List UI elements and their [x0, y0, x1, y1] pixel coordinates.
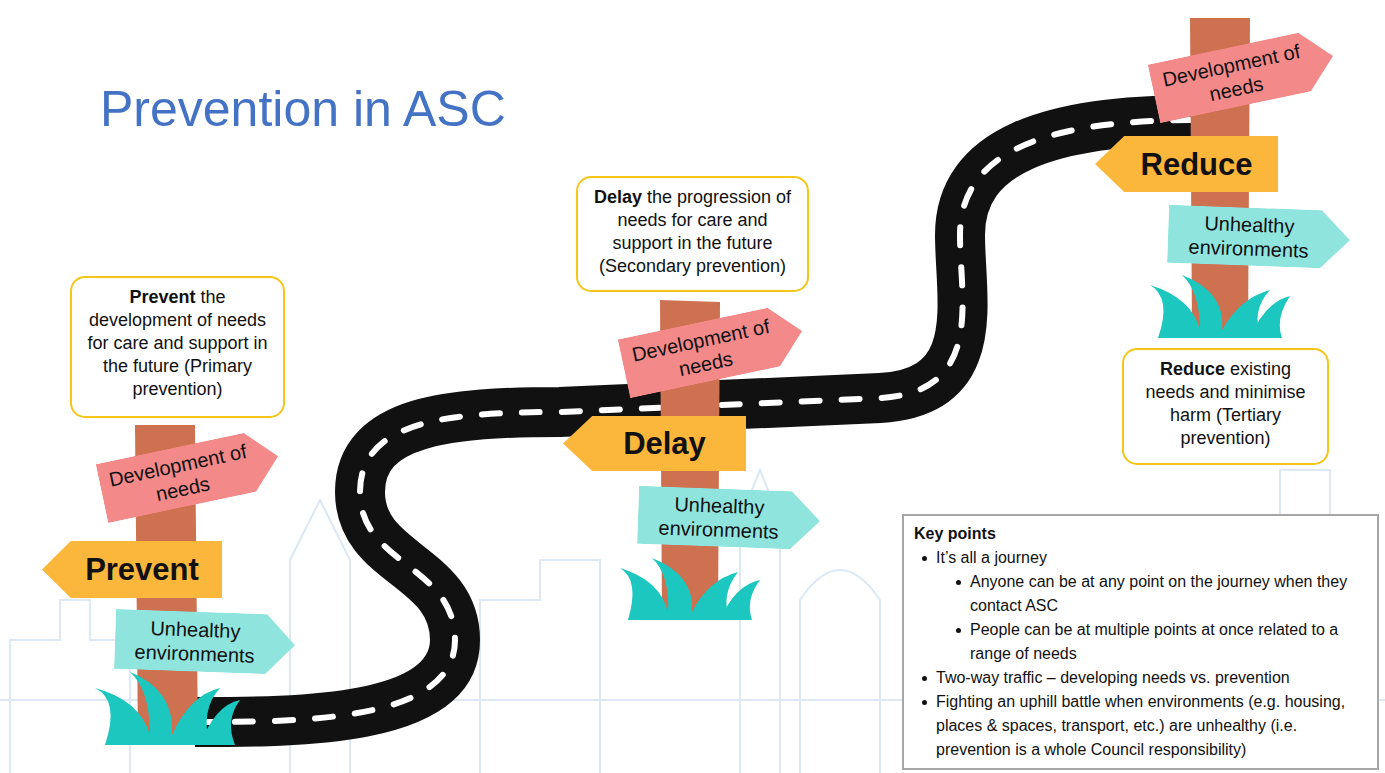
- callout-keyword: Delay: [594, 187, 642, 207]
- key-bullet: People can be at multiple points at once…: [914, 618, 1369, 666]
- arrow-sign-fill: [42, 541, 222, 598]
- arrow-sign-fill: [1095, 136, 1278, 192]
- signpost-arrow: Delay: [563, 416, 746, 471]
- diagram-title: Prevention in ASC: [100, 80, 506, 138]
- signpost-arrow: Prevent: [42, 541, 222, 598]
- arrow-sign-fill: [563, 416, 746, 471]
- sign-label: Unhealthy environments: [1173, 210, 1325, 263]
- bullet-dot: [922, 700, 927, 705]
- arrow-sign-fill: [114, 609, 296, 675]
- arrow-sign-fill: [1167, 205, 1351, 269]
- sign-label: Unhealthy environments: [643, 491, 795, 544]
- callout-keyword: Prevent: [129, 287, 195, 307]
- bullet-text: It’s all a journey: [936, 549, 1047, 566]
- bullet-text: Anyone can be at any point on the journe…: [970, 573, 1347, 614]
- sign-label: Reduce: [1141, 146, 1253, 183]
- heading-text: Key points: [914, 525, 996, 542]
- key-bullet: Fighting an uphill battle when environme…: [914, 690, 1369, 762]
- key-bullet: Anyone can be at any point on the journe…: [914, 570, 1369, 618]
- key-bullet: Two-way traffic – developing needs vs. p…: [914, 666, 1369, 690]
- bullet-text: People can be at multiple points at once…: [970, 621, 1338, 662]
- callout-box: Reduce existing needs and minimise harm …: [1122, 348, 1329, 465]
- callout-text: Reduce existing needs and minimise harm …: [1134, 358, 1317, 450]
- bullet-dot: [956, 628, 961, 633]
- bullet-dot: [956, 580, 961, 585]
- callout-text: Delay the progression of needs for care …: [588, 186, 797, 278]
- signpost-arrow: Unhealthy environments: [637, 486, 821, 550]
- bullet-text: Fighting an uphill battle when environme…: [936, 693, 1345, 758]
- callout-text: Prevent the development of needs for car…: [82, 286, 273, 401]
- arrow-sign-fill: [96, 427, 285, 523]
- sign-label: Prevent: [85, 551, 199, 588]
- key-bullet: It’s all a journey: [914, 546, 1369, 570]
- signpost-arrow: Unhealthy environments: [114, 609, 296, 675]
- signpost-arrow: Unhealthy environments: [1167, 205, 1351, 269]
- arrow-sign-fill: [637, 486, 821, 550]
- arrow-sign-fill: [1148, 27, 1339, 124]
- callout-box: Prevent the development of needs for car…: [70, 276, 285, 418]
- bullet-text: Two-way traffic – developing needs vs. p…: [936, 669, 1290, 686]
- sign-label: Delay: [623, 425, 706, 462]
- arrow-sign-fill: [618, 302, 808, 399]
- key-heading: Key points: [914, 522, 1369, 546]
- callout-box: Delay the progression of needs for care …: [576, 176, 809, 292]
- bullet-dot: [922, 676, 927, 681]
- callout-keyword: Reduce: [1160, 359, 1225, 379]
- sign-label: Unhealthy environments: [120, 615, 270, 668]
- signpost-arrow: Reduce: [1095, 136, 1278, 192]
- bullet-dot: [922, 556, 927, 561]
- key-points-box: Key pointsIt’s all a journeyAnyone can b…: [902, 514, 1379, 770]
